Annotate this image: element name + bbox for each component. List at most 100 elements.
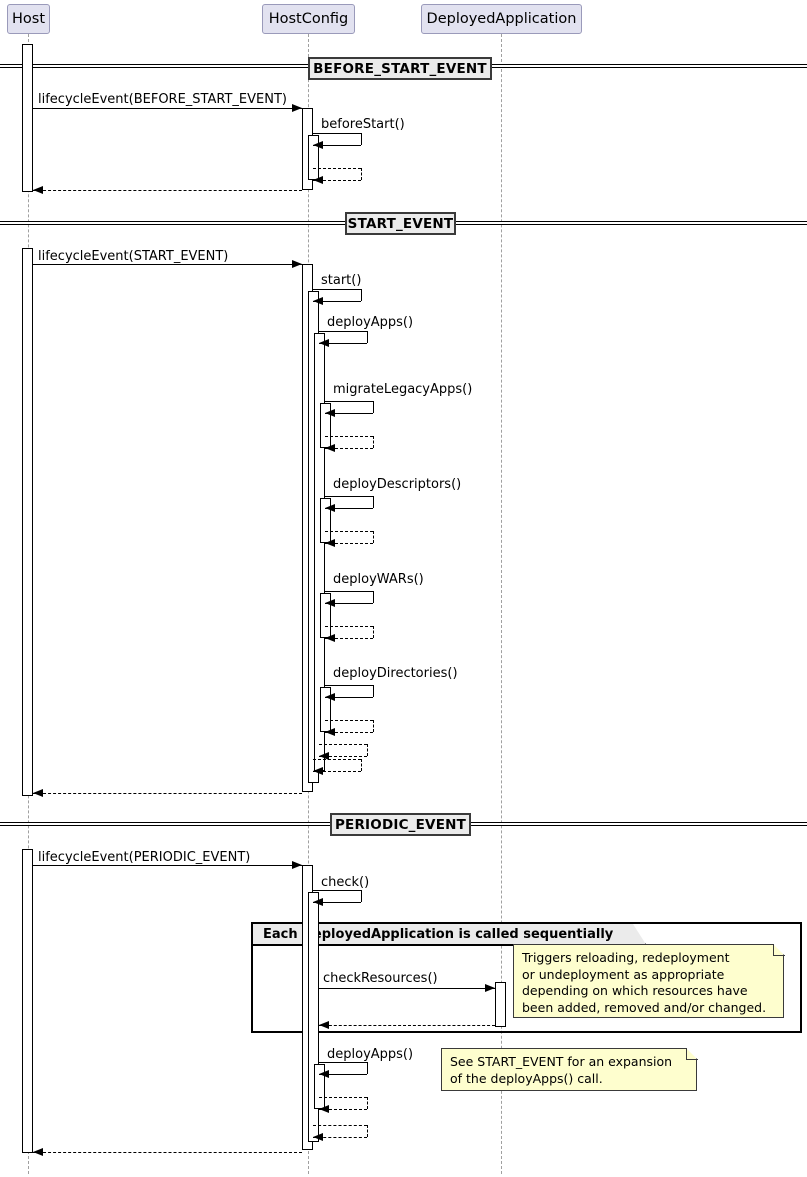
ret-deploydirectories-bottom	[325, 732, 373, 733]
divider-periodic-event-label: PERIODIC_EVENT	[334, 816, 467, 833]
msg-migratelegacyapps-top	[325, 401, 373, 402]
ret-periodic-check-top	[313, 1125, 367, 1126]
participant-host[interactable]: Host	[7, 4, 50, 34]
msg-check-top	[313, 890, 361, 891]
ret-deploywars-arrowhead	[325, 633, 335, 642]
msg-deployapps-side	[367, 331, 368, 343]
msg-start-side	[361, 289, 362, 301]
ret-start-inner-top	[313, 759, 361, 760]
ret-start-inner-bottom	[313, 771, 361, 772]
ret-start-event-arrowhead	[33, 788, 43, 797]
ret-migratelegacyapps-arrowhead	[325, 443, 335, 452]
msg-periodic-deployapps-label: deployApps()	[327, 1047, 414, 1062]
msg-lifecycle-start-event-line	[33, 264, 302, 265]
msg-start-top	[313, 289, 361, 290]
msg-check-bottom	[313, 902, 361, 903]
msg-checkresources-arrowhead	[485, 983, 495, 992]
participant-hostconfig[interactable]: HostConfig	[262, 4, 355, 34]
ret-migratelegacyapps-top	[325, 436, 373, 437]
msg-beforestart-arrowhead	[313, 140, 323, 149]
note-deployapps-fold	[686, 1048, 698, 1060]
msg-periodic-deployapps-top	[319, 1062, 367, 1063]
msg-deploywars-arrowhead	[325, 598, 335, 607]
msg-lifecycle-start-event-arrowhead	[292, 259, 302, 268]
msg-deploywars-label: deployWARs()	[333, 572, 424, 587]
group-each-deployedapplication	[251, 922, 802, 1033]
msg-deployapps-label: deployApps()	[327, 315, 414, 330]
ret-migratelegacyapps-bottom	[325, 448, 373, 449]
ret-beforestart-arrowhead	[313, 175, 323, 184]
msg-beforestart-label: beforeStart()	[321, 117, 405, 132]
participant-deployedapplication[interactable]: DeployedApplication	[421, 4, 582, 34]
ret-periodic-deployapps-bottom	[319, 1109, 367, 1110]
msg-deployapps-top	[319, 331, 367, 332]
ret-checkresources-arrowhead	[319, 1020, 329, 1029]
ret-before-start-event-arrowhead	[33, 185, 43, 194]
msg-lifecycle-before-start-event-label: lifecycleEvent(BEFORE_START_EVENT)	[38, 92, 287, 107]
msg-deploydirectories-bottom	[325, 697, 373, 698]
ret-deploydescriptors-top	[325, 531, 373, 532]
activation-hostconfig-check-self	[308, 892, 319, 1142]
ret-migratelegacyapps-side	[373, 436, 374, 448]
ret-deployapps-start-side	[367, 744, 368, 756]
ret-checkresources-line	[319, 1025, 495, 1026]
ret-deploywars-bottom	[325, 638, 373, 639]
activation-host-periodic	[22, 849, 33, 1153]
ret-periodic-deployapps-top	[319, 1097, 367, 1098]
ret-before-start-event-line	[33, 190, 302, 191]
msg-deploydescriptors-label: deployDescriptors()	[333, 477, 462, 492]
msg-deploywars-bottom	[325, 603, 373, 604]
msg-lifecycle-before-start-event-line	[33, 108, 302, 109]
ret-deploydescriptors-side	[373, 531, 374, 543]
msg-periodic-deployapps-side	[367, 1062, 368, 1074]
ret-beforestart-side	[361, 168, 362, 180]
ret-start-inner-side	[361, 759, 362, 771]
msg-start-bottom	[313, 301, 361, 302]
msg-deploydirectories-side	[373, 685, 374, 697]
ret-deployapps-start-top	[319, 744, 367, 745]
msg-deploywars-side	[373, 591, 374, 603]
msg-deploydirectories-top	[325, 685, 373, 686]
ret-periodic-event-line	[33, 1152, 302, 1153]
msg-periodic-deployapps-arrowhead	[319, 1069, 329, 1078]
msg-deployapps-bottom	[319, 343, 367, 344]
msg-deploydirectories-label: deployDirectories()	[333, 666, 458, 681]
msg-start-arrowhead	[313, 296, 323, 305]
ret-periodic-check-bottom	[313, 1137, 367, 1138]
msg-checkresources-label: checkResources()	[323, 971, 438, 986]
msg-periodic-deployapps-bottom	[319, 1074, 367, 1075]
msg-deploydescriptors-arrowhead	[325, 503, 335, 512]
ret-start-event-line	[33, 793, 302, 794]
msg-lifecycle-periodic-event-label: lifecycleEvent(PERIODIC_EVENT)	[38, 850, 251, 865]
activation-host-start	[22, 248, 33, 796]
divider-start-event-label: START_EVENT	[347, 215, 454, 232]
ret-deploywars-side	[373, 626, 374, 638]
msg-check-arrowhead	[313, 897, 323, 906]
msg-migratelegacyapps-label: migrateLegacyApps()	[333, 382, 473, 397]
divider-start-event: START_EVENT	[345, 212, 456, 235]
msg-beforestart-top	[313, 133, 361, 134]
ret-deploywars-top	[325, 626, 373, 627]
msg-deploydirectories-arrowhead	[325, 692, 335, 701]
divider-periodic-event: PERIODIC_EVENT	[330, 813, 471, 836]
ret-deploydescriptors-arrowhead	[325, 538, 335, 547]
note-checkresources: Triggers reloading, redeployment or unde…	[513, 944, 784, 1018]
group-each-deployedapplication-label: Each DeployedApplication is called seque…	[253, 924, 647, 946]
ret-periodic-check-side	[367, 1125, 368, 1137]
msg-lifecycle-before-start-event-arrowhead	[292, 103, 302, 112]
msg-lifecycle-start-event-label: lifecycleEvent(START_EVENT)	[38, 249, 229, 264]
msg-deploydescriptors-bottom	[325, 508, 373, 509]
ret-periodic-deployapps-arrowhead	[319, 1104, 329, 1113]
msg-beforestart-bottom	[313, 145, 361, 146]
ret-deploydirectories-side	[373, 720, 374, 732]
msg-start-label: start()	[321, 273, 362, 288]
msg-deploywars-top	[325, 591, 373, 592]
ret-deploydescriptors-bottom	[325, 543, 373, 544]
msg-checkresources-line	[319, 988, 495, 989]
msg-migratelegacyapps-bottom	[325, 413, 373, 414]
ret-deployapps-start-bottom	[319, 756, 367, 757]
msg-lifecycle-periodic-event-line	[33, 865, 302, 866]
msg-migratelegacyapps-arrowhead	[325, 408, 335, 417]
activation-host-before-start	[22, 44, 33, 192]
